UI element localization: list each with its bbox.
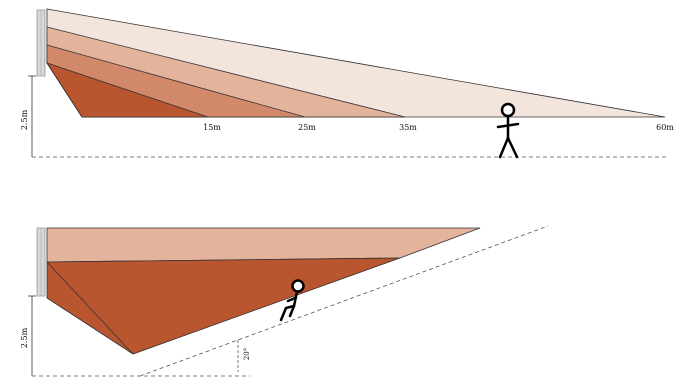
bottom-view: 2.5m 20° [20, 225, 549, 377]
sitting-person-figure [279, 279, 305, 322]
zone-far-tilted [46, 227, 481, 263]
distance-label-25m: 25m [298, 123, 316, 132]
mount-height-label-top: 2.5m [20, 109, 29, 130]
zone-near-tilted [46, 257, 401, 355]
zone-15m [46, 62, 209, 118]
zone-inner-ray [46, 261, 134, 355]
tilt-angle-label: 20° [243, 348, 251, 360]
distance-label-35m: 35m [399, 123, 417, 132]
distance-label-60m: 60m [656, 123, 674, 132]
distance-label-15m: 15m [203, 123, 221, 132]
top-view: 2.5m 15m 25m 35m 60m [20, 8, 674, 159]
standing-person-figure [496, 102, 520, 159]
mount-height-label-bottom: 2.5m [20, 327, 29, 348]
slope-line [139, 225, 549, 377]
